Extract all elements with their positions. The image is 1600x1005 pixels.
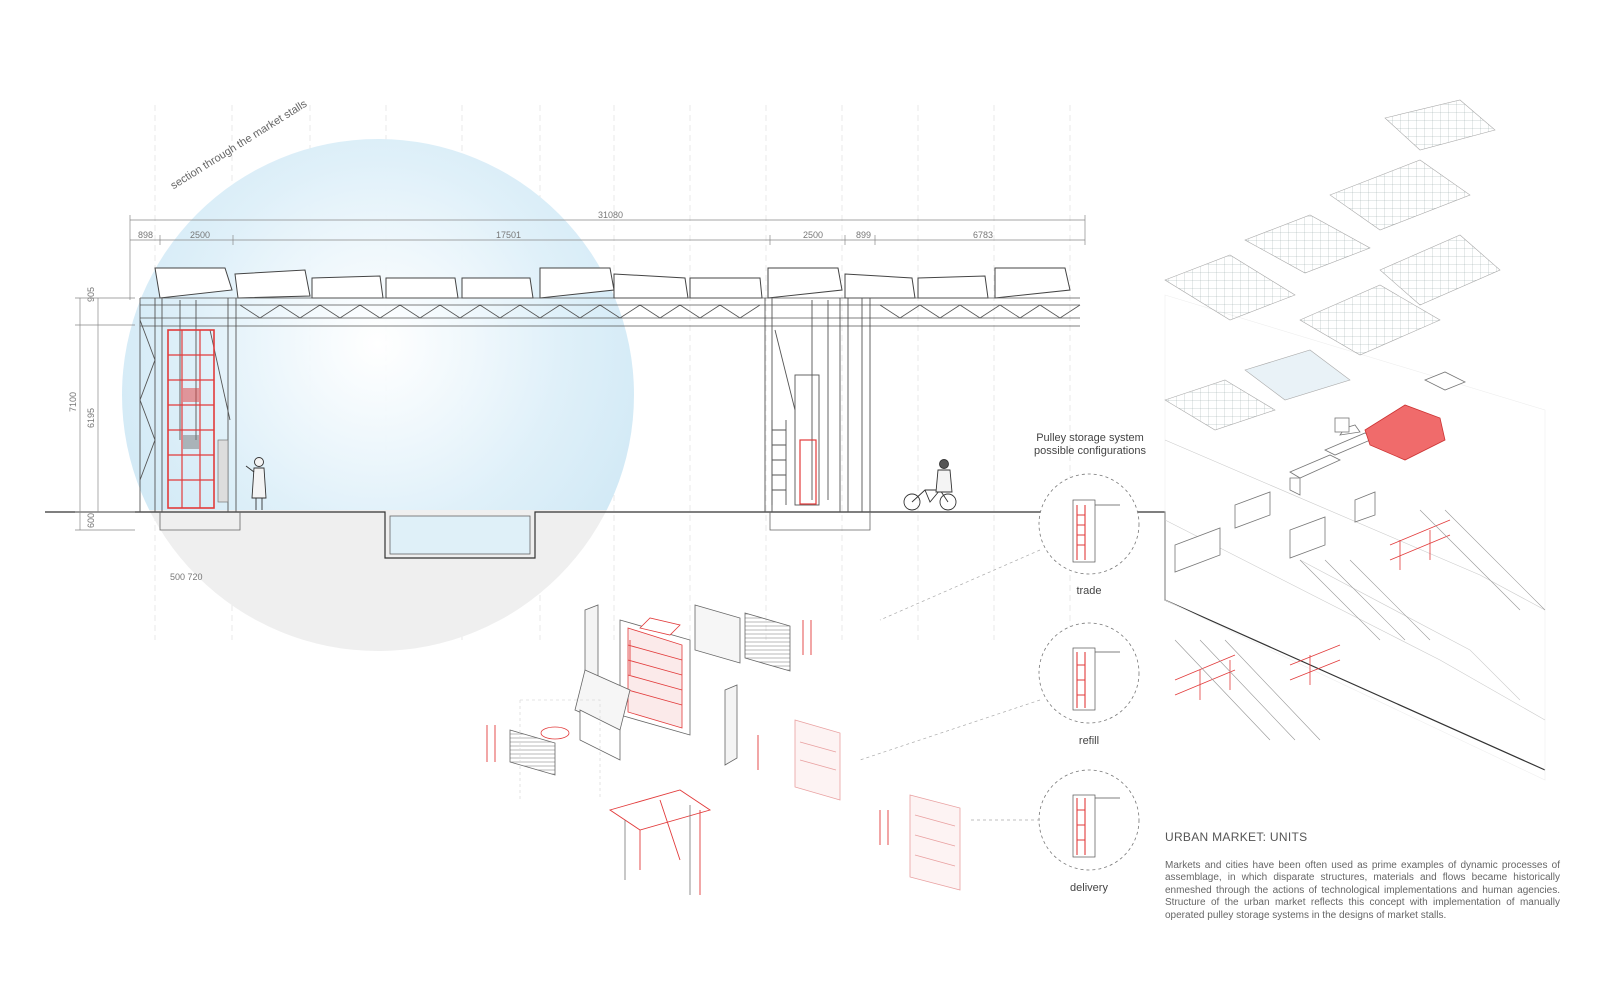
- truss-beam: [140, 297, 1081, 327]
- dim-height-total: 7100: [68, 391, 78, 412]
- config-trade-label: trade: [1076, 585, 1102, 597]
- masterplan-axonometric: [1164, 99, 1546, 781]
- dim-1: 898: [138, 230, 154, 240]
- dim-3: 17501: [496, 230, 522, 240]
- movement-arrows: [486, 620, 889, 845]
- dim-height-mid: 6195: [86, 407, 96, 428]
- dim-4: 2500: [803, 230, 824, 240]
- dim-6: 6783: [973, 230, 994, 240]
- cyclist-figure: [903, 459, 957, 511]
- pulley-config-details: [1072, 499, 1120, 858]
- person-figure: [245, 457, 267, 510]
- highlighted-stall: [1364, 404, 1446, 461]
- pulley-title-line2: possible configurations: [1034, 445, 1146, 457]
- dim-2: 2500: [190, 230, 211, 240]
- right-market-stall: [764, 298, 957, 512]
- panel-description: Markets and cities have been often used …: [1165, 860, 1560, 921]
- footings: [159, 512, 871, 531]
- dim-overall: 31080: [598, 210, 624, 220]
- dim-footing: 500 720: [170, 572, 203, 582]
- dim-height-base: 600: [86, 512, 96, 528]
- config-delivery-label: delivery: [1070, 882, 1108, 894]
- dim-5: 899: [856, 230, 872, 240]
- leader-lines: [859, 549, 1041, 821]
- config-refill-label: refill: [1078, 735, 1100, 747]
- roof-canopy: [154, 267, 1071, 299]
- pulley-title-line1: Pulley storage system: [1036, 432, 1144, 444]
- water-basin: [389, 515, 531, 555]
- dimension-lines: [75, 215, 1086, 531]
- panel-heading: URBAN MARKET: UNITS: [1165, 830, 1308, 844]
- pulley-config-diagrams: [1038, 473, 1140, 871]
- exploded-stall-axonometric: [509, 604, 961, 895]
- dim-height-top: 905: [86, 286, 96, 302]
- left-market-stall: [139, 298, 267, 512]
